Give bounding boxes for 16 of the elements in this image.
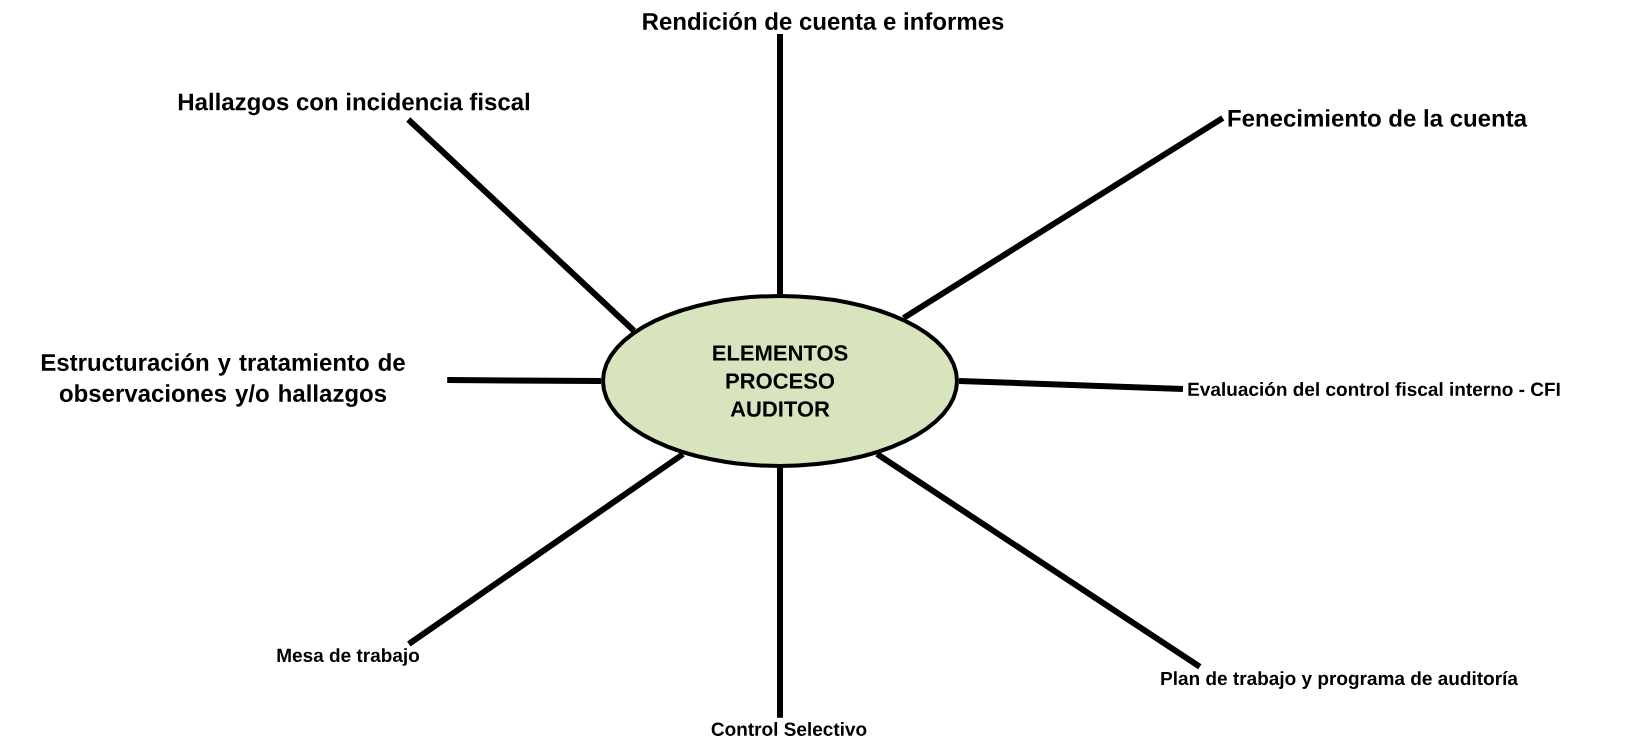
branch-label: Plan de trabajo y programa de auditoría — [1161, 671, 1519, 689]
connector-line — [875, 451, 1202, 670]
branch-label: Evaluación del control fiscal interno - CFI — [1188, 381, 1560, 397]
connector-line — [407, 451, 685, 647]
connector-line — [901, 115, 1225, 321]
branch-label: Fenecimiento de la cuenta — [1228, 109, 1528, 127]
branch-label: Rendición de cuenta e informes — [643, 12, 1004, 30]
connector-line — [958, 378, 1184, 392]
branch-label: Control Selectivo — [711, 722, 867, 736]
branch-label: Mesa de trabajo — [277, 648, 420, 666]
connector-line — [777, 34, 783, 294]
branch-label: Estructuración y tratamiento de observaciones y/o hallazgos — [41, 353, 405, 407]
connector-line — [777, 468, 783, 718]
branch-label: Hallazgos con incidencia fiscal — [178, 92, 530, 116]
connector-line — [447, 377, 602, 384]
connector-line — [406, 117, 636, 333]
